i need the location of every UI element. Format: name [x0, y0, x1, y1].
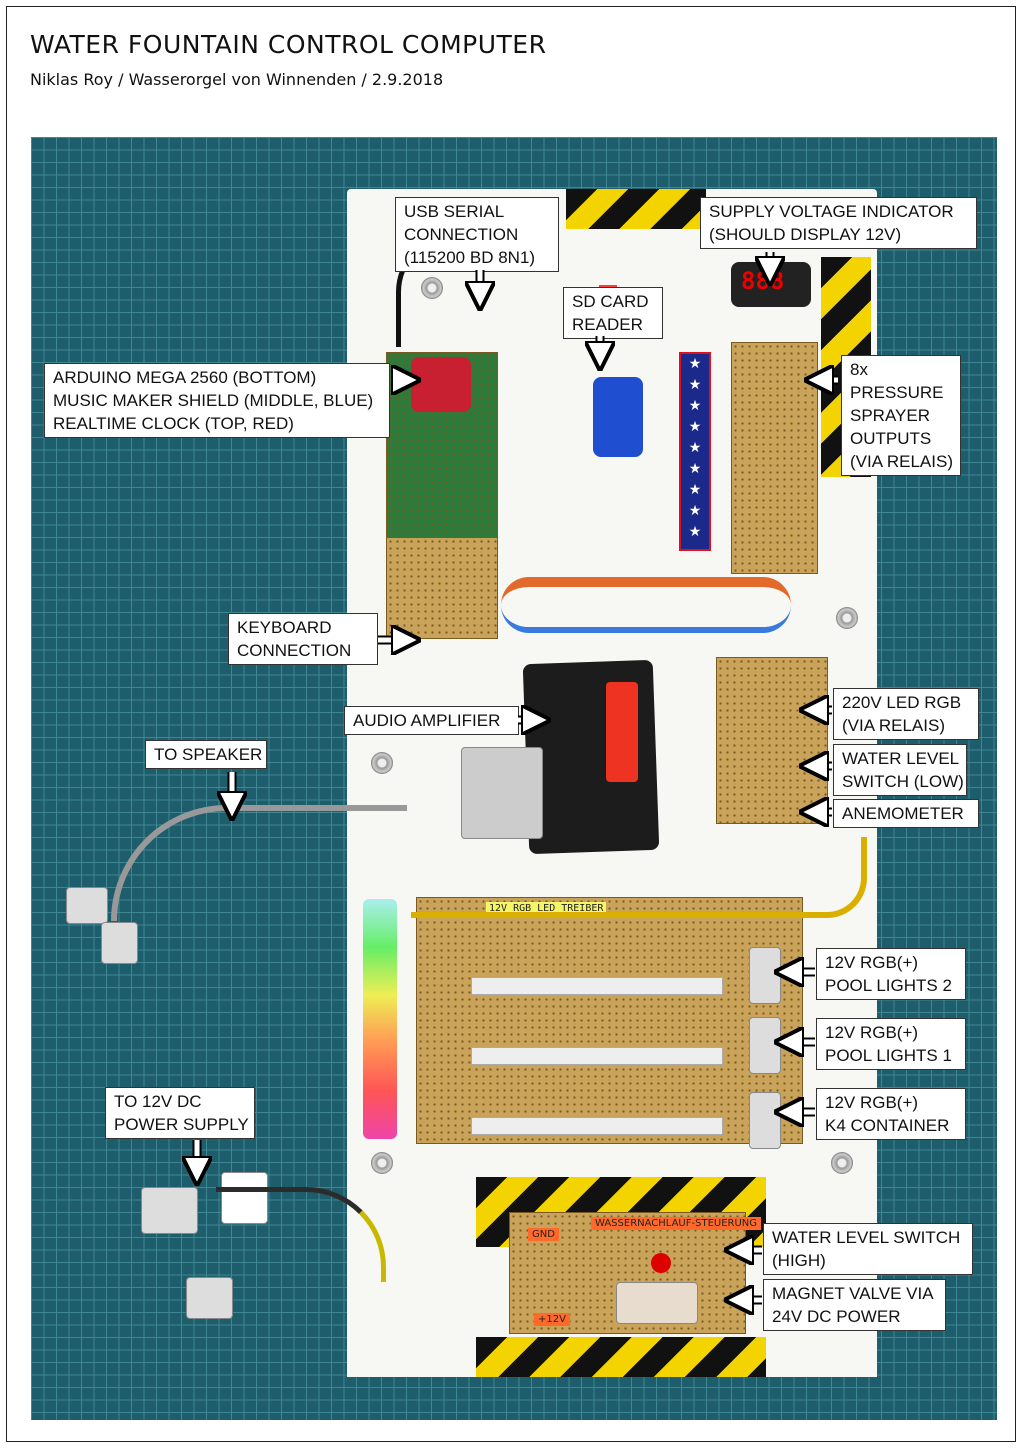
label-pool-lights-1: 12V RGB(+) POOL LIGHTS 1	[816, 1018, 966, 1070]
hazard-stripe-top	[566, 189, 706, 229]
smiley-scale	[363, 899, 397, 1139]
audio-amplifier-box	[522, 659, 660, 855]
speaker-connector-2	[101, 922, 138, 964]
voltage-digits: 888	[741, 267, 785, 295]
speaker-connector	[66, 887, 108, 924]
power-connector	[141, 1187, 198, 1234]
label-pressure-outputs: 8x PRESSURE SPRAYER OUTPUTS (VIA RELAIS)	[841, 355, 961, 476]
label-audio-amplifier: AUDIO AMPLIFIER	[344, 706, 519, 735]
wing-nut-5	[831, 1152, 853, 1174]
realtime-clock-board	[411, 357, 471, 412]
label-magnet-valve: MAGNET VALVE VIA 24V DC POWER	[763, 1279, 946, 1331]
hazard-stripe-base	[476, 1337, 766, 1377]
terminal-pool-1	[749, 1017, 781, 1074]
page-frame	[6, 6, 1016, 1442]
label-pool-lights-2: 12V RGB(+) POOL LIGHTS 2	[816, 948, 966, 1000]
terminal-pool-2	[749, 947, 781, 1004]
power-connector-2	[186, 1277, 233, 1319]
label-keyboard-connection: KEYBOARD CONNECTION	[228, 613, 378, 665]
wing-nut-3	[371, 752, 393, 774]
label-power-supply: TO 12V DC POWER SUPPLY	[105, 1087, 255, 1139]
led-strip-1	[471, 977, 723, 995]
label-usb-serial: USB SERIAL CONNECTION (115200 BD 8N1)	[395, 197, 559, 272]
volume-knob-tag	[606, 682, 638, 782]
amplifier-clip	[461, 747, 543, 839]
label-sd-card: SD CARD READER	[563, 287, 663, 339]
yellow-wire-loop	[411, 837, 867, 918]
stars-banner: ★★★★★★★★★	[679, 352, 711, 551]
proto-board	[386, 537, 498, 639]
plus12v-tag: +12V	[534, 1313, 570, 1326]
wing-nut-2	[836, 607, 858, 629]
rgb-driver-tag: 12V RGB LED TREIBER	[486, 902, 607, 915]
label-k4-container: 12V RGB(+) K4 CONTAINER	[816, 1088, 966, 1140]
label-anemometer: ANEMOMETER	[833, 799, 979, 828]
page-subtitle: Niklas Roy / Wasserorgel von Winnenden /…	[30, 70, 444, 89]
label-220v-led: 220V LED RGB (VIA RELAIS)	[833, 688, 979, 740]
valve-relay	[616, 1282, 698, 1324]
sd-card-reader	[593, 377, 643, 457]
speaker-cable	[111, 805, 407, 921]
gnd-tag: GND	[528, 1228, 559, 1241]
led-strip-2	[471, 1047, 723, 1065]
valve-controller-tag: WASSERNACHLAUF-STEUERUNG	[591, 1217, 762, 1230]
relay-driver-board	[716, 657, 828, 824]
ribbon-cable	[501, 577, 791, 633]
label-to-speaker: TO SPEAKER	[145, 740, 267, 769]
rgb-led-driver-board	[416, 897, 803, 1144]
terminal-k4	[749, 1092, 781, 1149]
cutting-mat-photo: SD ★★★★★★★★★ 888 12V RGB LED TREIBER WAS…	[31, 137, 997, 1420]
label-arduino-stack: ARDUINO MEGA 2560 (BOTTOM) MUSIC MAKER S…	[44, 363, 390, 438]
label-water-level-high: WATER LEVEL SWITCH (HIGH)	[763, 1223, 973, 1275]
red-indicator-led	[651, 1253, 671, 1273]
label-supply-voltage: SUPPLY VOLTAGE INDICATOR (SHOULD DISPLAY…	[700, 197, 977, 249]
relay-board	[731, 342, 818, 574]
label-water-level-low: WATER LEVEL SWITCH (LOW)	[833, 744, 967, 796]
wing-nut-1	[421, 277, 443, 299]
wing-nut-4	[371, 1152, 393, 1174]
page-title: WATER FOUNTAIN CONTROL COMPUTER	[30, 30, 547, 59]
led-strip-3	[471, 1117, 723, 1135]
